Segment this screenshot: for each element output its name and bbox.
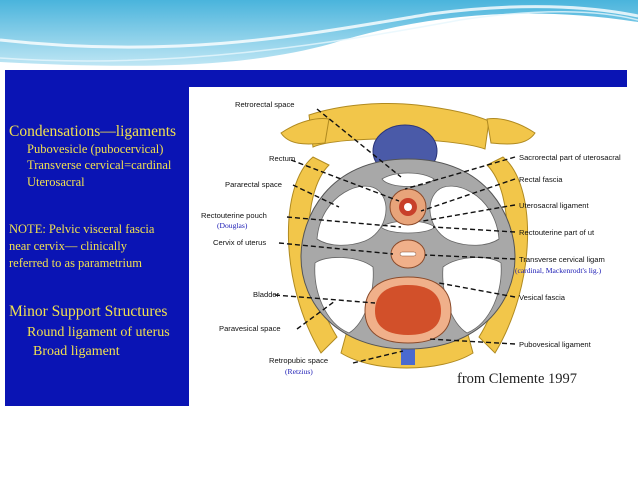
item-uterosacral: Uterosacral <box>27 175 85 189</box>
label-cardinal-mackenrodt: (cardinal, Mackenrodt's lig.) <box>515 266 602 275</box>
decorative-header-swoosh <box>0 0 638 66</box>
figure-credit: from Clemente 1997 <box>457 371 577 387</box>
label-douglas: (Douglas) <box>217 221 248 230</box>
label-transverse-cervical: Transverse cervical ligam <box>519 255 605 264</box>
pelvic-wall-right <box>478 156 529 354</box>
item-round-ligament: Round ligament of uterus <box>27 325 170 340</box>
note-line-2: near cervix— clinically <box>9 239 127 253</box>
pelvic-wall-left <box>287 156 338 354</box>
label-rectum: Rectum <box>269 154 295 163</box>
label-rectouterine-part: Rectouterine part of ut <box>519 228 595 237</box>
label-retzius: (Retzius) <box>285 367 313 376</box>
note-line-1: NOTE: Pelvic visceral fascia <box>9 222 155 236</box>
label-bladder: Bladder <box>253 290 280 299</box>
pararectal-space-left <box>316 185 387 246</box>
label-uterosacral-ligament: Uterosacral ligament <box>519 201 590 210</box>
heading-condensations: Condensations—ligaments <box>9 123 177 140</box>
label-vesical-fascia: Vesical fascia <box>519 293 566 302</box>
label-retropubic-space: Retropubic space <box>269 356 328 365</box>
item-transverse-cervical: Transverse cervical=cardinal <box>27 158 172 172</box>
label-rectal-fascia: Rectal fascia <box>519 175 563 184</box>
label-paravesical-space: Paravesical space <box>219 324 281 333</box>
item-pubovesicle: Pubovesicle (pubocervical) <box>27 142 164 156</box>
pelvic-diagram: Retrorectal space Rectum Pararectal spac… <box>189 87 627 406</box>
heading-minor-support: Minor Support Structures <box>9 303 168 320</box>
note-line-3: referred to as parametrium <box>9 256 142 270</box>
label-pubovesical-ligament: Pubovesical ligament <box>519 340 592 349</box>
label-retrorectal-space: Retrorectal space <box>235 100 295 109</box>
item-broad-ligament: Broad ligament <box>33 344 120 359</box>
label-cervix-of-uterus: Cervix of uterus <box>213 238 266 247</box>
retrorectal-space <box>381 172 435 187</box>
label-pararectal-space: Pararectal space <box>225 180 282 189</box>
label-rectouterine-pouch: Rectouterine pouch <box>201 211 267 220</box>
label-sacrorectal-uterosacral: Sacrorectal part of uterosacral <box>519 153 621 162</box>
